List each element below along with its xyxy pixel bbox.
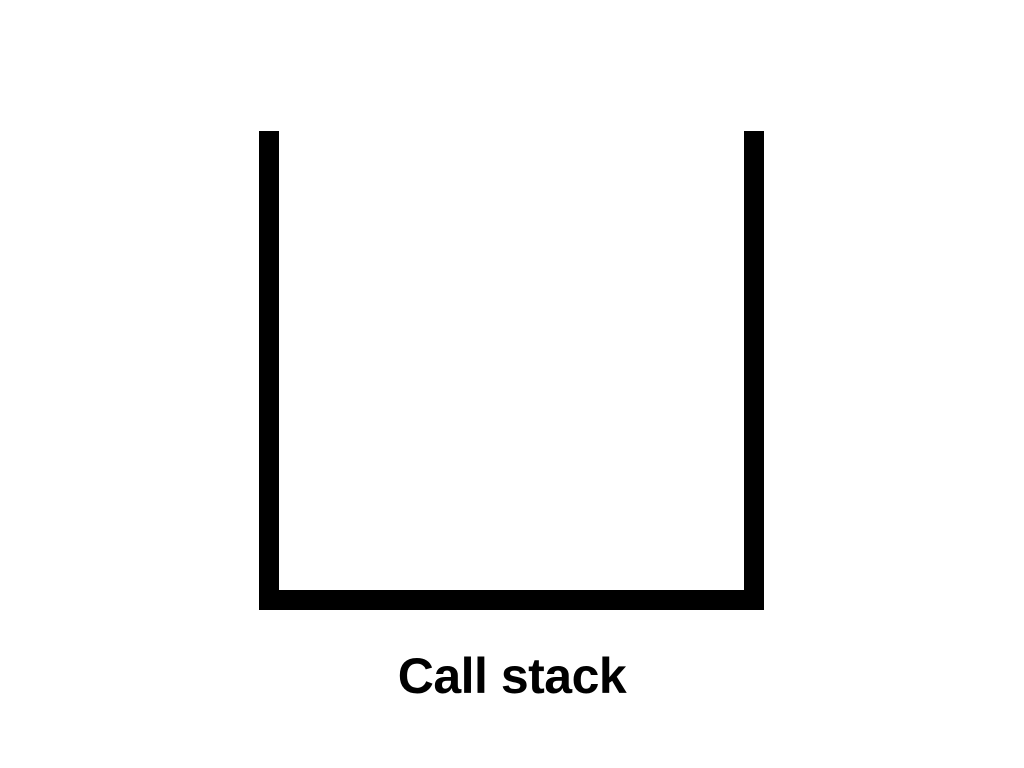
stack-left-wall	[259, 131, 279, 610]
call-stack-container	[259, 131, 764, 610]
call-stack-caption: Call stack	[397, 648, 627, 704]
stack-right-wall	[744, 131, 764, 610]
stack-bottom-wall	[259, 590, 764, 610]
